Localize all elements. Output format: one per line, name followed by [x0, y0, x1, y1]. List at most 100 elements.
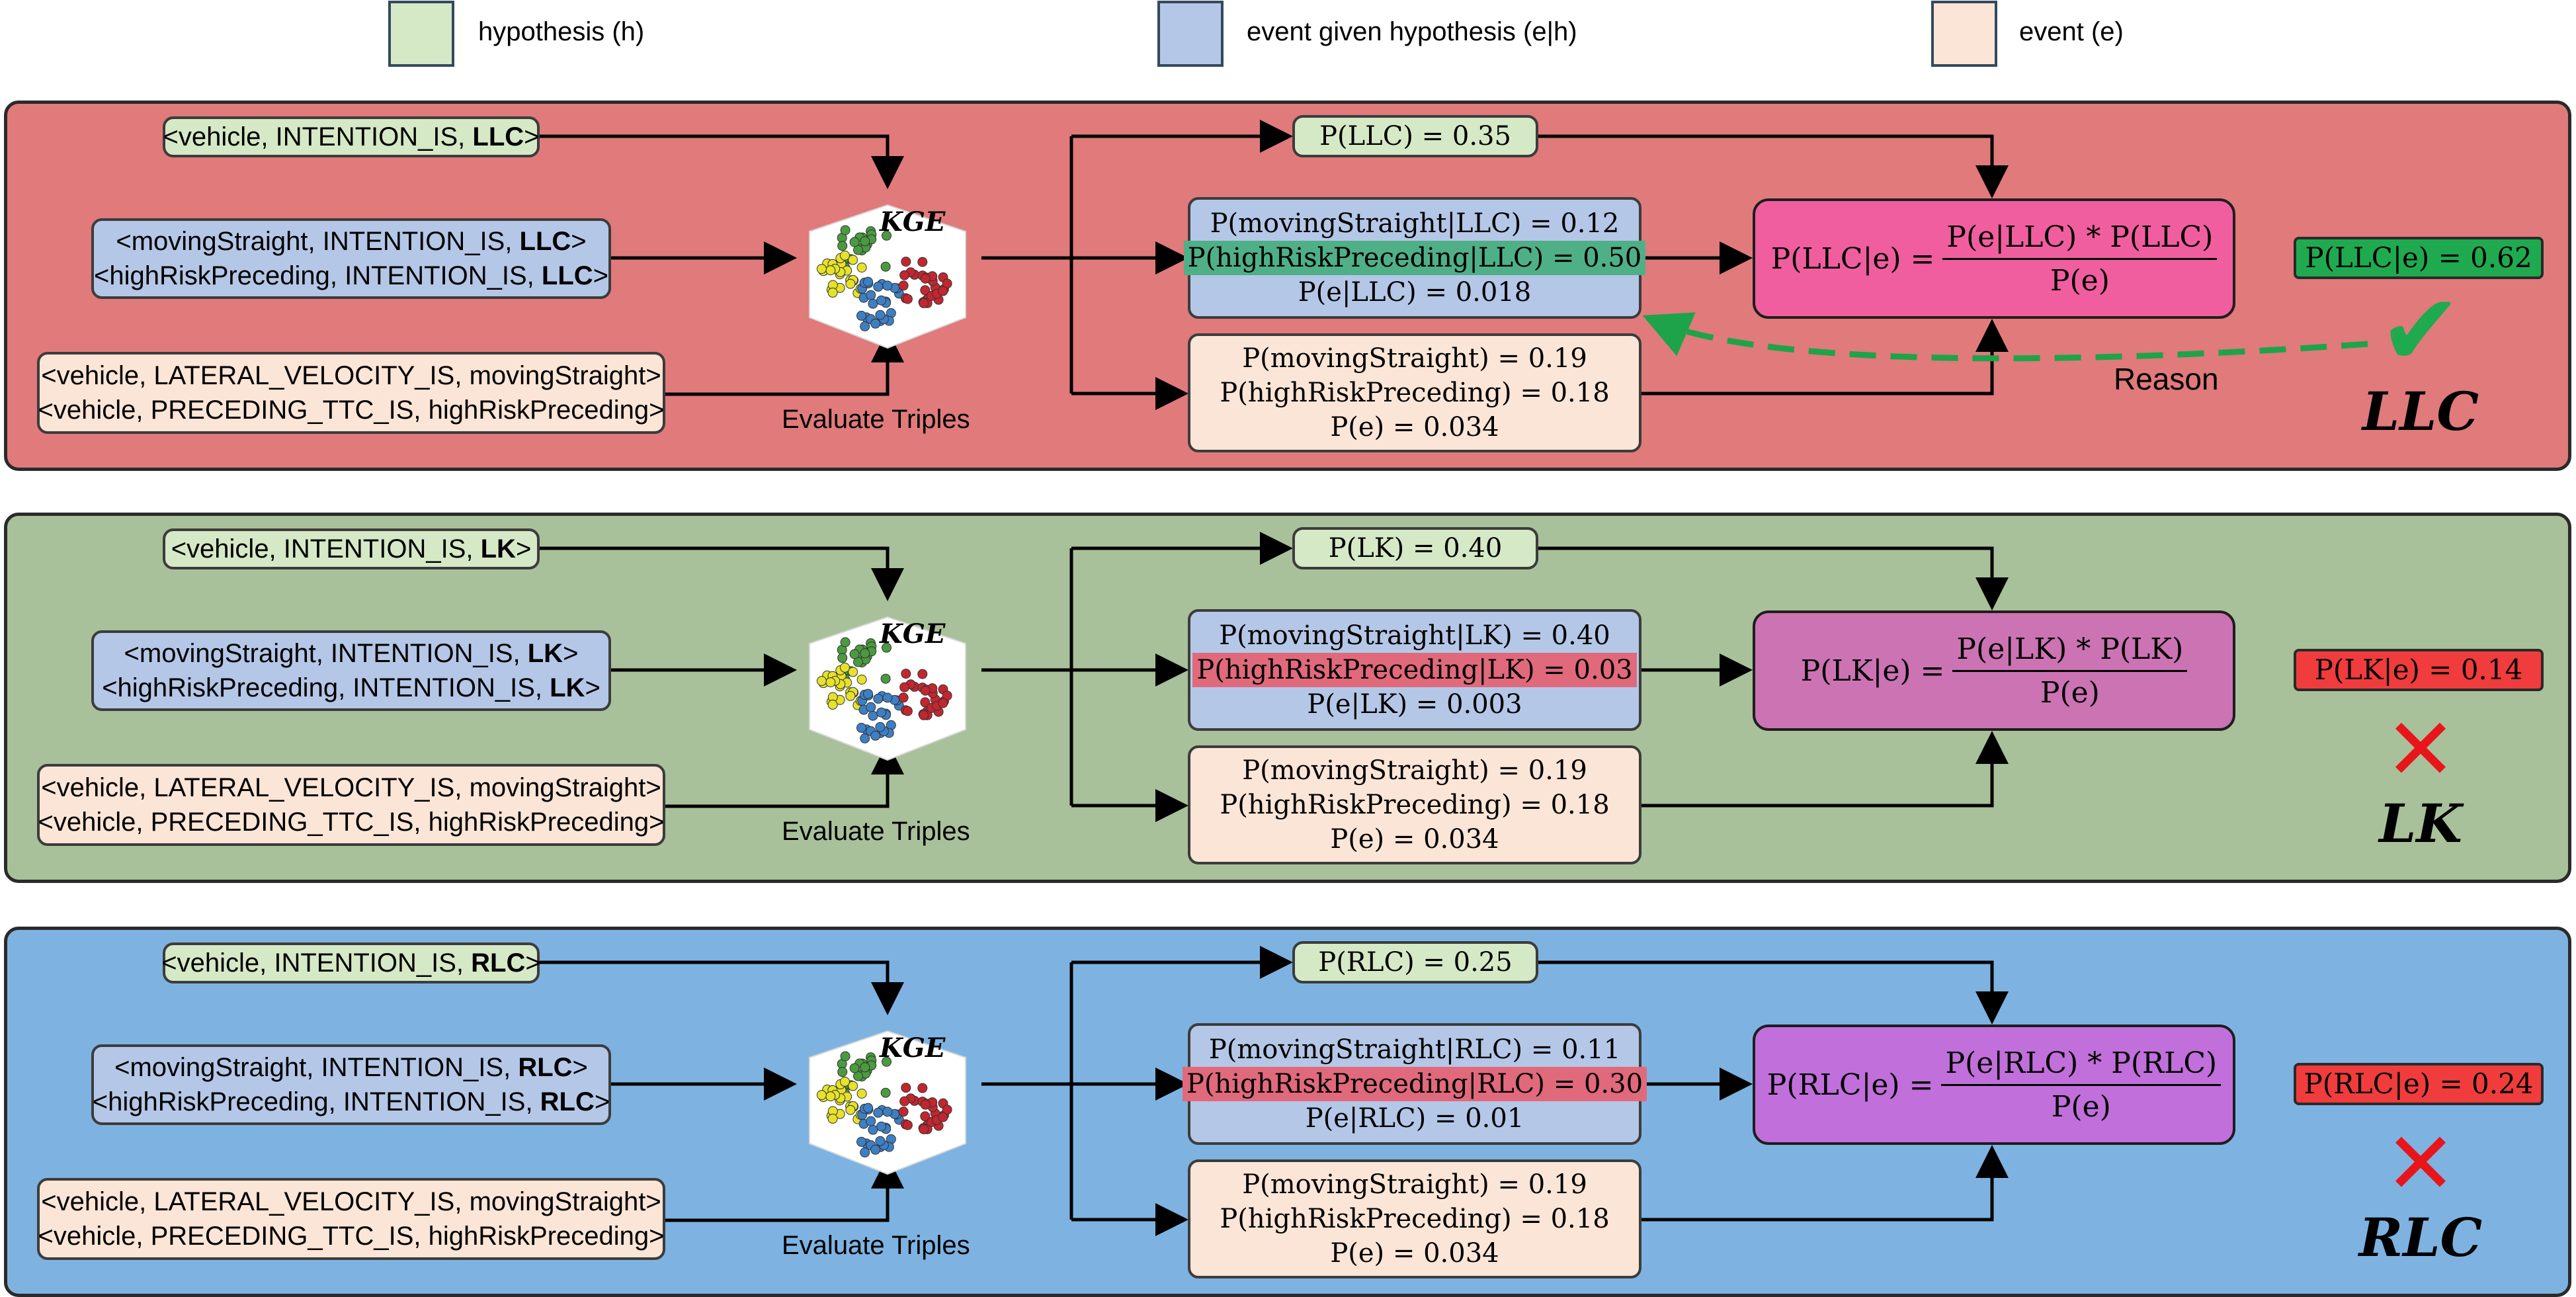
prior-text: P(RLC) = 0.25: [1318, 947, 1513, 978]
triple-prefix: <movingStraight, INTENTION_IS,: [114, 1053, 519, 1082]
evaluate-triples-label: Evaluate Triples: [782, 817, 970, 846]
hypothesis-triple-text: <vehicle, INTENTION_IS, LLC>: [163, 120, 539, 154]
posterior-denominator: P(e): [2051, 1089, 2111, 1124]
posterior-numerator: P(e|LK) * P(LK): [1952, 632, 2188, 672]
arrow-hypothesis-to-kge: [540, 960, 904, 1015]
intention-triple-hr: <highRiskPreceding, INTENTION_IS, LK>: [102, 671, 601, 705]
arrow-prior-to-posterior: [1538, 546, 2009, 610]
triple-close: >: [572, 1053, 588, 1082]
event-triple-velocity: <vehicle, LATERAL_VELOCITY_IS, movingStr…: [41, 361, 661, 390]
triple-intention: LK: [550, 673, 585, 702]
triple-intention: RLC: [518, 1053, 573, 1082]
posterior-formula-lk: P(LK|e) =P(e|LK) * P(LK)P(e): [1753, 610, 2235, 731]
arrow-event-to-posterior: [1641, 731, 2009, 808]
posterior-score-rlc: P(RLC|e) = 0.24: [2294, 1063, 2544, 1105]
posterior-numerator: P(e|LLC) * P(LLC): [1942, 220, 2218, 260]
triple-close: >: [563, 639, 579, 668]
kge-label: KGE: [880, 206, 946, 237]
likelihood-moving-straight: P(movingStraight|LLC) = 0.12: [1210, 208, 1620, 239]
kge-label: KGE: [880, 1032, 946, 1064]
intention-triples-lk: <movingStraight, INTENTION_IS, LK><highR…: [91, 630, 611, 711]
arrow-hypothesis-to-kge: [540, 546, 904, 601]
posterior-numerator: P(e|RLC) * P(RLC): [1941, 1046, 2222, 1086]
intention-triple-ms: <movingStraight, INTENTION_IS, LK>: [124, 636, 579, 671]
legend-swatch-event-given-hypothesis: [1157, 1, 1224, 67]
hypothesis-triple-llc: <vehicle, INTENTION_IS, LLC>: [163, 116, 540, 157]
event-triples-lk: <vehicle, LATERAL_VELOCITY_IS, movingStr…: [37, 764, 665, 846]
kge-icon-llc: [796, 198, 979, 355]
triple-prefix: <movingStraight, INTENTION_IS,: [124, 639, 528, 668]
posterior-lhs: P(LK|e) =: [1800, 653, 1945, 688]
arrow-hypothesis-to-kge: [540, 134, 904, 189]
event-triple-velocity: <vehicle, LATERAL_VELOCITY_IS, movingStr…: [41, 1187, 661, 1216]
triple-intention: LLC: [541, 261, 593, 290]
cross-icon: ✕: [2384, 699, 2457, 800]
likelihood-high-risk: P(highRiskPreceding|RLC) = 0.30: [1182, 1067, 1647, 1101]
likelihood-moving-straight: P(movingStraight|LK) = 0.40: [1219, 620, 1610, 651]
likelihood-event: P(e|LK) = 0.003: [1307, 689, 1522, 720]
event-total: P(e) = 0.034: [1330, 412, 1499, 442]
verdict-label-rlc: RLC: [2358, 1206, 2483, 1269]
triple-prefix: <highRiskPreceding, INTENTION_IS,: [102, 673, 550, 702]
event-total: P(e) = 0.034: [1330, 1238, 1499, 1269]
event-triples-rlc: <vehicle, LATERAL_VELOCITY_IS, movingStr…: [37, 1178, 665, 1260]
hypothesis-triple-text: <vehicle, INTENTION_IS, LK>: [171, 532, 532, 566]
prior-rlc: P(RLC) = 0.25: [1292, 941, 1538, 983]
likelihood-high-risk: P(highRiskPreceding|LK) = 0.03: [1192, 653, 1637, 687]
triple-intention: RLC: [540, 1087, 595, 1116]
intention-triple-ms: <movingStraight, INTENTION_IS, LLC>: [116, 224, 586, 259]
likelihood-high-risk: P(highRiskPreceding|LLC) = 0.50: [1183, 241, 1646, 275]
legend-label-hypothesis: hypothesis (h): [478, 17, 645, 46]
triple-intention: LK: [480, 534, 516, 564]
triple-close: >: [593, 261, 609, 290]
triple-prefix: <vehicle, INTENTION_IS,: [161, 948, 472, 978]
event-moving-straight: P(movingStraight) = 0.19: [1242, 343, 1587, 374]
posterior-score-llc: P(LLC|e) = 0.62: [2294, 237, 2544, 279]
posterior-formula-rlc: P(RLC|e) =P(e|RLC) * P(RLC)P(e): [1753, 1025, 2235, 1145]
reason-label: Reason: [2114, 362, 2219, 396]
evaluate-triples-label: Evaluate Triples: [782, 1231, 970, 1260]
event-high-risk: P(highRiskPreceding) = 0.18: [1220, 790, 1610, 820]
posterior-fraction: P(e|LLC) * P(LLC)P(e): [1942, 220, 2218, 298]
posterior-lhs: P(RLC|e) =: [1766, 1067, 1934, 1102]
event-high-risk: P(highRiskPreceding) = 0.18: [1220, 378, 1610, 408]
prior-text: P(LK) = 0.40: [1328, 533, 1503, 564]
arrow-event-to-posterior: [1641, 319, 2009, 396]
arrow-event-to-kge: [665, 1155, 904, 1222]
intention-triples-rlc: <movingStraight, INTENTION_IS, RLC><high…: [91, 1044, 611, 1125]
arrow-prior-to-posterior: [1538, 960, 2009, 1025]
posterior-score-lk: P(LK|e) = 0.14: [2294, 649, 2544, 691]
evaluate-triples-label: Evaluate Triples: [782, 405, 970, 434]
posterior-denominator: P(e): [2040, 675, 2100, 710]
kge-label: KGE: [880, 618, 946, 649]
triple-intention: LLC: [519, 227, 571, 256]
triple-prefix: <highRiskPreceding, INTENTION_IS,: [92, 1087, 540, 1116]
event-total: P(e) = 0.034: [1330, 824, 1499, 855]
kge-scatter-icon: [809, 204, 966, 349]
likelihood-moving-straight: P(movingStraight|RLC) = 0.11: [1208, 1034, 1621, 1065]
arrow-event-to-posterior: [1641, 1145, 2009, 1222]
triple-close: >: [525, 948, 541, 978]
verdict-label-llc: LLC: [2362, 380, 2479, 442]
intention-triple-hr: <highRiskPreceding, INTENTION_IS, RLC>: [93, 1085, 610, 1119]
triple-close: >: [524, 122, 540, 151]
triple-close: >: [571, 227, 587, 256]
event-triple-velocity: <vehicle, LATERAL_VELOCITY_IS, movingStr…: [41, 773, 661, 802]
hypothesis-triple-lk: <vehicle, INTENTION_IS, LK>: [163, 528, 540, 569]
legend-swatch-hypothesis: [388, 1, 454, 67]
kge-icon-lk: [796, 610, 979, 767]
arrow-prior-to-posterior: [1538, 134, 2009, 198]
triple-close: >: [594, 1087, 610, 1116]
check-icon: ✔: [2379, 273, 2462, 388]
event-triple-ttc: <vehicle, PRECEDING_TTC_IS, highRiskPrec…: [38, 396, 665, 425]
event-triple-ttc: <vehicle, PRECEDING_TTC_IS, highRiskPrec…: [38, 1222, 665, 1251]
triple-close: >: [585, 673, 601, 702]
posterior-fraction: P(e|LK) * P(LK)P(e): [1952, 632, 2188, 710]
event-moving-straight: P(movingStraight) = 0.19: [1242, 755, 1587, 786]
prior-lk: P(LK) = 0.40: [1292, 527, 1538, 569]
kge-scatter-icon: [809, 616, 966, 761]
